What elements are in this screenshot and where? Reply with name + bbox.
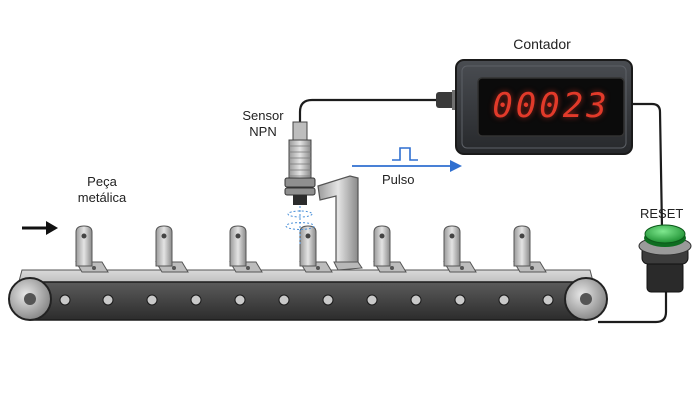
metal-pieces (75, 225, 547, 273)
belt-roller-dot (278, 294, 290, 306)
sensor-mounting-bracket (317, 175, 363, 271)
belt-roller-dot (454, 294, 466, 306)
belt-roller-dot (542, 294, 554, 306)
belt-roller-dot (59, 294, 71, 306)
metal-piece (299, 225, 333, 273)
sensor-label-line2: NPN (249, 124, 277, 139)
belt-roller-dot (498, 294, 510, 306)
counter-display-value: 00023 (492, 86, 610, 126)
pulse-waveform-icon (392, 147, 418, 161)
counter-to-reset-cable (630, 102, 664, 229)
belt-roller-dot (102, 294, 114, 306)
belt-roller-dot (366, 294, 378, 306)
belt-roller-dot (146, 294, 158, 306)
metal-piece (513, 225, 547, 273)
metal-piece (443, 225, 477, 273)
pulse-signal (352, 147, 462, 172)
belt-roller-dot (322, 294, 334, 306)
belt-roller-dot (190, 294, 202, 306)
metal-piece (373, 225, 407, 273)
workpiece-label-line2: metálica (77, 190, 127, 205)
workpiece-label: Peça metálica (70, 174, 134, 206)
reset-ground-cable (598, 292, 668, 324)
reset-button[interactable] (638, 224, 692, 293)
workpiece-label-line1: Peça (87, 174, 117, 189)
detection-field (285, 206, 315, 244)
counter-display (477, 77, 625, 137)
belt-roller-dot (410, 294, 422, 306)
counter-title: Contador (513, 36, 571, 52)
pulse-label: Pulso (382, 172, 415, 187)
sensor-label-line1: Sensor (242, 108, 284, 123)
sensor-label: Sensor NPN (230, 108, 296, 140)
metal-piece (155, 225, 189, 273)
reset-label: RESET (640, 206, 684, 221)
conveyor-belt (8, 269, 608, 321)
left-end-roller (8, 277, 52, 321)
flow-direction-arrow-icon (22, 221, 58, 235)
npn-proximity-sensor (284, 121, 316, 244)
belt-roller-dot (234, 294, 246, 306)
metal-piece (75, 225, 109, 273)
right-end-roller (564, 277, 608, 321)
digital-counter (436, 59, 633, 155)
metal-piece (229, 225, 263, 273)
sensor-cable (298, 98, 436, 122)
belt-rollers-row (59, 294, 554, 306)
